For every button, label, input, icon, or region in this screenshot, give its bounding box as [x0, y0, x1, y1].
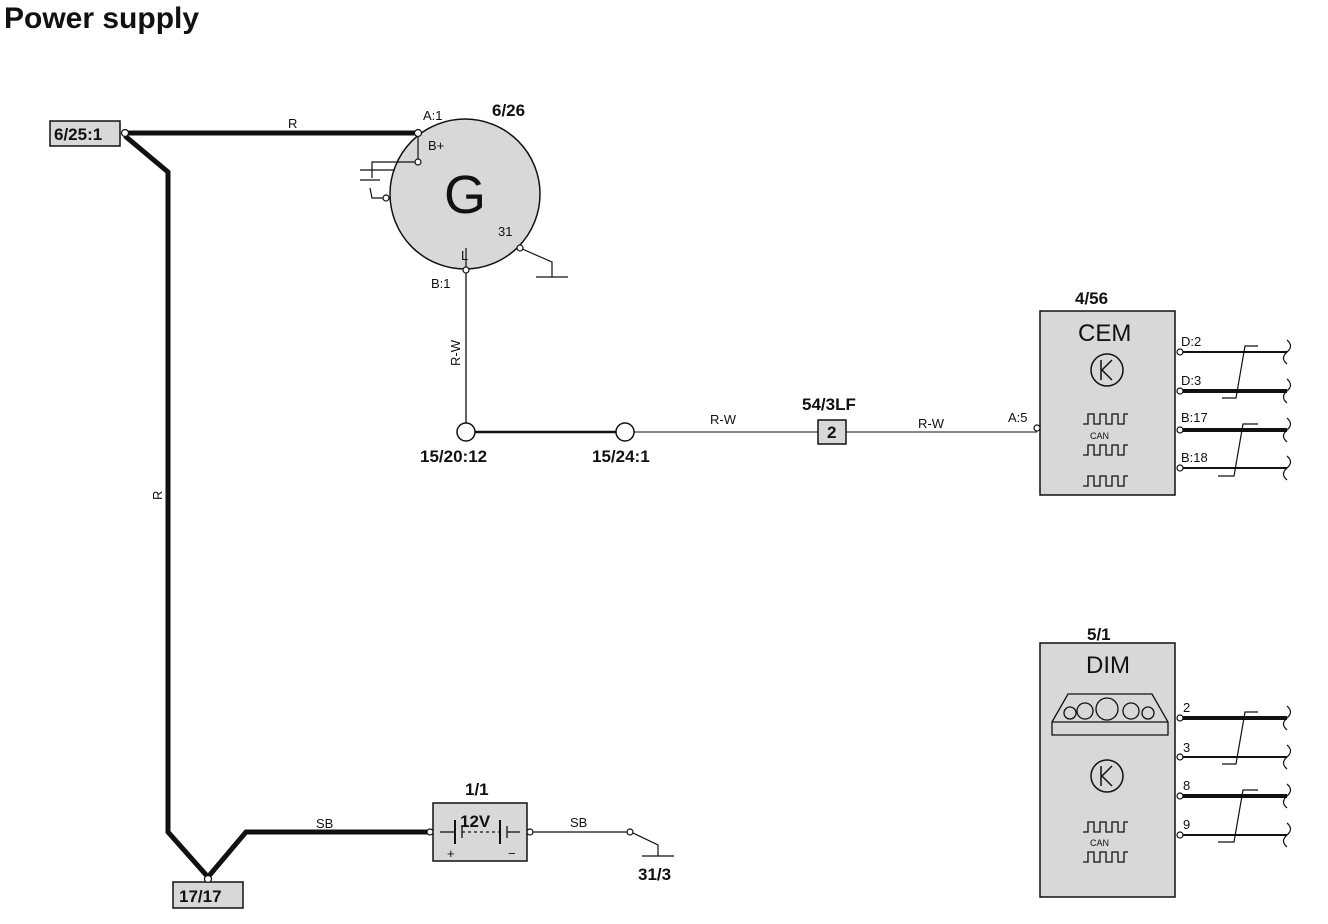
- pin-31: 31: [498, 224, 512, 239]
- page-title: Power supply: [4, 2, 199, 35]
- connector-17-17: 17/17: [172, 874, 244, 909]
- wire-label-sb-right: SB: [570, 815, 587, 830]
- fuse-54-3lf: 54/3LF 2: [802, 395, 856, 445]
- cem-pin-b18: B:18: [1181, 450, 1208, 465]
- generator-symbol: G: [444, 165, 486, 225]
- cem-name: CEM: [1078, 320, 1131, 347]
- pin-l: L: [461, 248, 468, 263]
- generator: G 6/26 A:1 B+ 31 L B:1: [360, 101, 568, 291]
- fuse-label: 2: [827, 423, 836, 442]
- dim-module: 5/1 DIM CAN 2 3 8 9: [1039, 625, 1292, 898]
- svg-text:6/25:1: 6/25:1: [54, 125, 102, 144]
- wire-label-r-top: R: [288, 116, 297, 131]
- pin-b1: B:1: [431, 276, 451, 291]
- dim-can-label: CAN: [1090, 838, 1109, 848]
- dim-control-icon: [1090, 759, 1124, 793]
- dim-pin-2: 2: [1183, 700, 1190, 715]
- battery: 1/1 12V + −: [426, 780, 534, 862]
- cem-control-icon: [1090, 353, 1124, 387]
- fuse-ref: 54/3LF: [802, 395, 856, 414]
- pin-a1: A:1: [423, 108, 443, 123]
- cem-module: 4/56 CEM CAN A:5 D:2 D:3 B:17 B:18: [1008, 289, 1292, 496]
- cem-pin-a5: A:5: [1008, 410, 1028, 425]
- connector-6-25-1: 6/25:1: [49, 120, 130, 147]
- svg-text:17/17: 17/17: [179, 887, 222, 906]
- cem-pin-d3: D:3: [1181, 373, 1201, 388]
- battery-ref: 1/1: [465, 780, 489, 799]
- wire-label-rw-mid: R-W: [710, 412, 737, 427]
- dim-can-signal-icon: [1083, 821, 1128, 863]
- wire-label-sb-left: SB: [316, 816, 333, 831]
- cem-pin-b17: B:17: [1181, 410, 1208, 425]
- cem-ref: 4/56: [1075, 289, 1108, 308]
- wire-sb-ground: [533, 828, 674, 857]
- wire-r-main: [123, 130, 428, 881]
- instrument-cluster-icon: [1051, 693, 1169, 736]
- wire-label-r-vertical: R: [150, 491, 165, 500]
- cem-can-label: CAN: [1090, 431, 1109, 441]
- dim-pin-8: 8: [1183, 778, 1190, 793]
- cem-can-signal-icon: [1083, 413, 1128, 487]
- splice-15-20-12: 15/20:12: [420, 422, 487, 466]
- ground-31-3: 31/3: [638, 865, 671, 884]
- pin-bplus: B+: [428, 138, 444, 153]
- generator-ref: 6/26: [492, 101, 525, 120]
- battery-voltage: 12V: [460, 812, 491, 831]
- dim-name: DIM: [1086, 652, 1130, 679]
- dim-pin-9: 9: [1183, 817, 1190, 832]
- dim-ref: 5/1: [1087, 625, 1111, 644]
- svg-text:15/24:1: 15/24:1: [592, 447, 650, 466]
- cem-pin-d2: D:2: [1181, 334, 1201, 349]
- wire-label-rw-right: R-W: [918, 416, 945, 431]
- battery-minus: −: [508, 846, 516, 861]
- wire-rw: [465, 273, 1037, 434]
- wire-label-rw-vertical: R-W: [448, 339, 463, 366]
- splice-15-24-1: 15/24:1: [592, 422, 650, 466]
- battery-plus: +: [447, 846, 455, 861]
- dim-pin-3: 3: [1183, 740, 1190, 755]
- svg-text:15/20:12: 15/20:12: [420, 447, 487, 466]
